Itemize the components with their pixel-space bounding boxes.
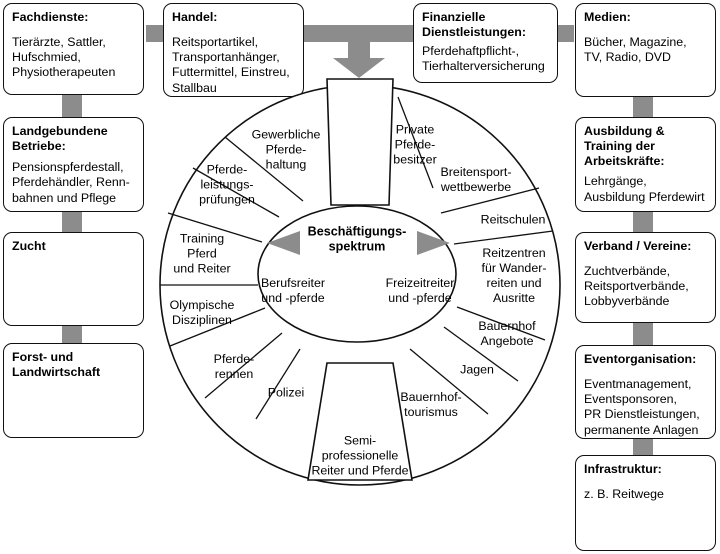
- arrow-shaft: [348, 42, 370, 60]
- center-left-label: Berufsreiter und -pferde: [260, 275, 326, 305]
- box-title: Zucht: [12, 239, 46, 253]
- box-title: Fachdienste:: [12, 10, 89, 24]
- box-title: Finanzielle Dienstleistungen:: [422, 10, 526, 40]
- segment-olympische-disziplinen: Olympische Disziplinen: [169, 297, 235, 327]
- top-trapezoid: [326, 78, 394, 206]
- box-title: Handel:: [172, 10, 218, 24]
- segment-gewerbliche-pferdehaltung: Gewerbliche Pferde- haltung: [251, 127, 321, 172]
- left-connector-3: [62, 326, 82, 343]
- box-title: Eventorganisation:: [584, 352, 697, 366]
- segment-semi-professionelle: Semi- professionelle Reiter und Pferde: [311, 433, 409, 478]
- left-triangle-icon: [267, 231, 300, 255]
- box-ausbildung-training: Ausbildung & Training der Arbeitskräfte:…: [575, 117, 716, 212]
- segment-bauernhof-angebote: Bauernhof Angebote: [478, 318, 536, 348]
- box-body: z. B. Reitwege: [584, 487, 664, 502]
- right-triangle-icon: [417, 231, 450, 255]
- box-zucht: Zucht: [3, 232, 144, 326]
- box-eventorganisation: Eventorganisation: Eventmanagement, Even…: [575, 345, 716, 439]
- box-body: Bücher, Magazine, TV, Radio, DVD: [584, 35, 687, 65]
- center-right-label: Freizeitreiter und -pferde: [385, 275, 455, 305]
- left-connector-1: [62, 95, 82, 117]
- right-connector-3: [633, 323, 653, 345]
- segment-training-pferd-reiter: Training Pferd und Reiter: [173, 231, 231, 276]
- box-forst-landwirtschaft: Forst- und Landwirtschaft: [3, 343, 144, 438]
- box-finanzielle-dienstleistungen: Finanzielle Dienstleistungen: Pferdehaft…: [413, 3, 558, 83]
- box-body: Pferdehaftpflicht-, Tierhalterversicheru…: [422, 44, 545, 74]
- box-body: Eventmanagement, Eventsponsoren, PR Dien…: [584, 377, 700, 437]
- down-arrow-icon: [333, 58, 385, 78]
- spoke-lines: [160, 96, 554, 420]
- segment-jagen: Jagen: [460, 362, 494, 377]
- right-connector-4: [633, 439, 653, 455]
- box-verband-vereine: Verband / Vereine: Zuchtverbände, Reitsp…: [575, 232, 716, 323]
- box-medien: Medien: Bücher, Magazine, TV, Radio, DVD: [575, 3, 716, 97]
- box-fachdienste: Fachdienste: Tierärzte, Sattler, Hufschm…: [3, 3, 144, 95]
- segment-pferderennen: Pferde- rennen: [213, 351, 255, 381]
- box-title: Forst- und Landwirtschaft: [12, 350, 101, 380]
- box-body: Tierärzte, Sattler, Hufschmied, Physioth…: [12, 35, 116, 80]
- box-title: Infrastruktur:: [584, 462, 662, 476]
- box-title: Ausbildung & Training der Arbeitskräfte:: [584, 124, 665, 169]
- right-connector-2: [633, 212, 653, 232]
- box-title: Landgebundene Betriebe:: [12, 124, 108, 154]
- segment-breitensportwettbewerbe: Breitensport- wettbewerbe: [440, 164, 512, 194]
- box-title: Verband / Vereine:: [584, 239, 692, 253]
- segment-private-pferdebesitzer: Private Pferde- besitzer: [393, 122, 437, 167]
- segment-reitschulen: Reitschulen: [480, 212, 546, 227]
- box-handel: Handel: Reitsportartikel, Transportanhän…: [163, 3, 304, 97]
- segment-bauernhoftourismus: Bauernhof- tourismus: [400, 389, 462, 419]
- segment-pferdeleistungspruefungen: Pferde- leistungs- prüfungen: [199, 162, 255, 207]
- box-body: Reitsportartikel, Transportanhänger, Fut…: [172, 35, 290, 95]
- center-title: Beschäftigungs- spektrum: [307, 224, 407, 254]
- box-title: Medien:: [584, 10, 631, 24]
- segment-reitzentren: Reitzentren für Wander- reiten und Ausri…: [481, 245, 547, 306]
- box-infrastruktur: Infrastruktur: z. B. Reitwege: [575, 455, 716, 551]
- segment-polizei: Polizei: [267, 385, 305, 400]
- inner-ellipse: [257, 205, 457, 343]
- box-body: Lehrgänge, Ausbildung Pferdewirt: [584, 174, 705, 204]
- box-body: Pensionspferdestall, Pferdehändler, Renn…: [12, 160, 130, 205]
- box-body: Zuchtverbände, Reitsportverbände, Lobbyv…: [584, 264, 689, 309]
- left-connector-2: [62, 212, 82, 232]
- box-landgebundene-betriebe: Landgebundene Betriebe: Pensionspferdest…: [3, 117, 144, 212]
- right-connector-1: [633, 97, 653, 117]
- bottom-trapezoid: [307, 362, 413, 481]
